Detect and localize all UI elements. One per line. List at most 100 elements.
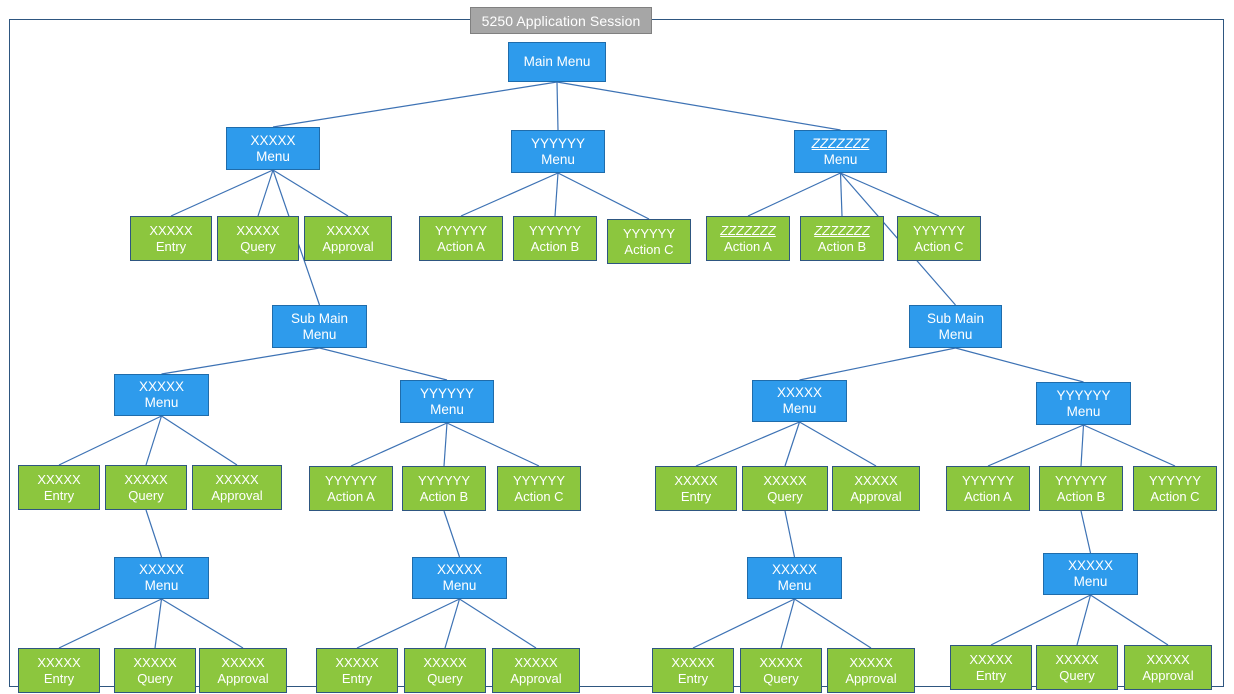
node-line-2: Approval xyxy=(217,670,269,686)
node-line-1: XXXXX xyxy=(1067,558,1114,574)
node-line-1: XXXXX xyxy=(221,655,265,671)
node-line-2: Action B xyxy=(1056,488,1106,504)
node-line-1: XXXXX xyxy=(133,655,177,671)
node-line-1: XXXXX xyxy=(37,655,81,671)
node-line-2: Entry xyxy=(680,488,712,504)
node-line-2: Menu xyxy=(823,151,858,167)
node-line-1: YYYYYY xyxy=(528,223,582,239)
node-line-2: Approval xyxy=(510,670,562,686)
node-line-1: YYYYYY xyxy=(1148,473,1202,489)
node-line-1: XXXXX xyxy=(37,472,81,488)
node-line-1: XXXXX xyxy=(236,223,280,239)
node-line-2: Action A xyxy=(964,488,1012,504)
node-line-1: XXXXX xyxy=(423,655,467,671)
node-line-2: Entry xyxy=(43,670,75,686)
node-line-2: Approval xyxy=(1142,667,1194,683)
node-line-2: Action A xyxy=(327,488,375,504)
node-line-1: YYYYYY xyxy=(1056,387,1111,403)
node-line-2: Menu xyxy=(144,578,179,593)
node-line-1: YYYYYY xyxy=(417,473,471,489)
node-line-2: Action C xyxy=(914,238,964,254)
node-line-1: Main Menu xyxy=(523,54,591,70)
node-line-2: Action C xyxy=(1150,488,1200,504)
node-line-2: Query xyxy=(137,670,173,686)
node-line-2: Query xyxy=(767,488,803,504)
node-line-1: Sub Main xyxy=(926,310,985,326)
node-line-1: ZZZZZZZ xyxy=(811,135,870,151)
node-line-2: Menu xyxy=(430,401,464,417)
node-line-2: Menu xyxy=(1066,403,1101,419)
node-line-1: XXXXX xyxy=(138,379,185,395)
node-line-2: Query xyxy=(1059,667,1095,683)
node-line-1: XXXXX xyxy=(674,473,718,489)
node-line-2: Action C xyxy=(514,488,564,504)
node-line-2: Menu xyxy=(442,578,477,593)
node-line-1: YYYYYY xyxy=(530,135,586,151)
node-line-2: Action A xyxy=(437,238,485,254)
node-line-2: Approval xyxy=(211,487,263,503)
node-line-1: XXXXX xyxy=(436,562,483,578)
node-line-1: YYYYYY xyxy=(912,223,966,239)
node-line-1: XXXXX xyxy=(124,472,168,488)
node-line-1: XXXXX xyxy=(759,655,803,671)
node-line-2: Entry xyxy=(677,670,709,686)
node-line-2: Menu xyxy=(782,401,817,416)
node-line-1: XXXXX xyxy=(149,223,193,239)
node-line-2: Entry xyxy=(43,487,75,503)
node-line-1: XXXXX xyxy=(250,132,296,148)
node-line-2: Approval xyxy=(845,670,897,686)
menu-node[interactable]: Main Menu xyxy=(508,42,606,82)
node-line-1: XXXXX xyxy=(335,655,379,671)
session-title-label: 5250 Application Session xyxy=(481,12,641,29)
node-line-2: Menu xyxy=(1073,574,1108,589)
node-line-2: Entry xyxy=(341,670,373,686)
node-line-2: Menu xyxy=(256,148,290,164)
